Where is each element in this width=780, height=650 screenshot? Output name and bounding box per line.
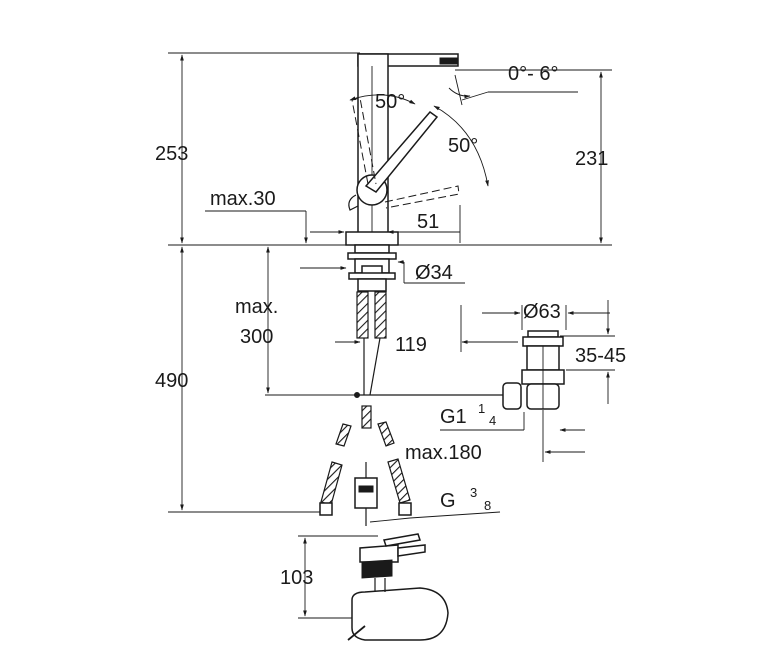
angle-lever-1-label: 50° <box>375 91 405 113</box>
max180-label: max.180 <box>405 442 482 464</box>
thread-g1-den: 4 <box>489 413 496 428</box>
faucet-body <box>345 53 460 246</box>
dimension-max300: max. 300 <box>235 246 278 394</box>
thread-g-den: 8 <box>484 498 491 513</box>
thread-g-num: 3 <box>470 485 477 500</box>
dimension-253: 253 <box>155 54 188 244</box>
dimension-g-threeeighths: G 3 8 <box>369 485 501 523</box>
max300-label-line1: max. <box>235 296 278 318</box>
dimension-35-45: 35-45 <box>560 300 626 404</box>
dimension-max30: max.30 <box>205 188 345 244</box>
dim-103-label: 103 <box>280 567 313 589</box>
supply-hoses <box>319 291 412 526</box>
dimension-119: 119 <box>335 305 518 356</box>
dimension-g1-quarter: G1 1 4 <box>440 401 585 432</box>
range-35-45-label: 35-45 <box>575 345 626 367</box>
dim-119-label: 119 <box>395 334 427 356</box>
dimension-lever-angles: 50° 50° <box>349 91 489 187</box>
dimension-490: 490 <box>155 246 188 511</box>
dimension-spout-angle: 0°- 6° <box>448 63 578 106</box>
dim-490-label: 490 <box>155 370 188 392</box>
dimension-231: 231 <box>575 71 608 244</box>
thread-g1-label: G1 <box>440 406 467 428</box>
reference-lines <box>168 52 612 513</box>
dimension-103: 103 <box>280 535 378 619</box>
mounting-assembly: Ø34 <box>300 244 465 292</box>
dimension-51: 51 <box>387 205 461 243</box>
dia63-label: Ø63 <box>523 301 561 323</box>
max300-label-line2: 300 <box>240 326 273 348</box>
thread-g1-num: 1 <box>478 401 485 416</box>
dia34-label: Ø34 <box>415 262 453 284</box>
angle-spout-label: 0°- 6° <box>508 63 558 85</box>
faucet-side-view <box>347 533 449 641</box>
drain-assembly <box>357 330 565 410</box>
dim-231-label: 231 <box>575 148 608 170</box>
dimension-max180: max.180 <box>405 410 585 464</box>
max30-label: max.30 <box>210 188 276 210</box>
dimension-dia63: Ø63 <box>482 301 610 330</box>
dim-253-label: 253 <box>155 143 188 165</box>
angle-lever-2-label: 50° <box>448 135 478 157</box>
dim-51-label: 51 <box>417 211 439 233</box>
thread-g-label: G <box>440 490 456 512</box>
